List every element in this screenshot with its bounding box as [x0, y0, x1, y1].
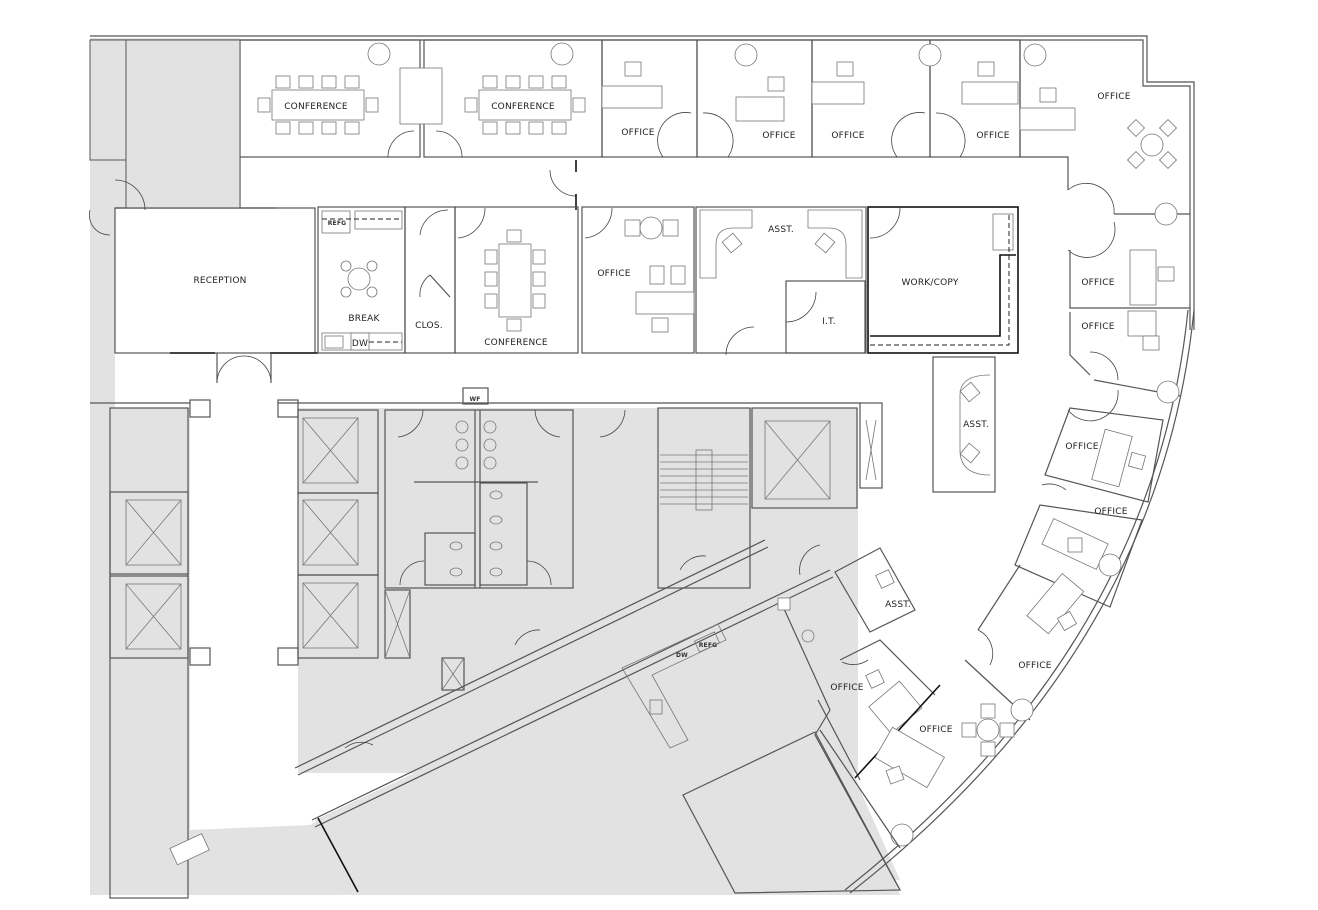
- room-label-work-copy: WORK/COPY: [901, 278, 958, 288]
- reception-area: RECEPTION: [89, 179, 318, 384]
- conference-room-1: CONFERENCE: [257, 42, 443, 135]
- refrigerator-label: REFG: [328, 220, 347, 227]
- room-label-asst: ASST.: [963, 420, 989, 430]
- room-label-asst: ASST.: [768, 225, 794, 235]
- office-south-1: OFFICE: [817, 639, 936, 781]
- room-label-reception: RECEPTION: [193, 276, 246, 286]
- room-label-office: OFFICE: [1081, 322, 1114, 332]
- office-top-2: OFFICE: [734, 43, 796, 141]
- office-top-3: OFFICE: [811, 61, 865, 141]
- break-room: REFG BREAK DW: [317, 206, 406, 354]
- elevator-core-west: [90, 399, 211, 899]
- elevator-core-central: [277, 399, 860, 691]
- room-label-conference: CONFERENCE: [491, 102, 555, 112]
- room-label-office: OFFICE: [831, 131, 864, 141]
- elevator-icon: [302, 417, 359, 649]
- diagonal-corridor: [169, 539, 834, 893]
- room-label-office: OFFICE: [1018, 661, 1051, 671]
- asst-it-suite: ASST. I.T.: [695, 206, 867, 356]
- closet: CLOS.: [404, 206, 456, 354]
- dishwasher-label: DW: [352, 339, 368, 349]
- water-fountain-label: WF: [469, 396, 480, 403]
- conference-room-2: CONFERENCE: [464, 42, 586, 135]
- office-curve-2: OFFICE: [1014, 483, 1143, 608]
- room-label-office: OFFICE: [1097, 92, 1130, 102]
- work-copy-room: WORK/COPY: [867, 206, 1019, 354]
- room-label-conference: CONFERENCE: [284, 102, 348, 112]
- office-east-2: OFFICE: [1067, 310, 1181, 422]
- room-label-office: OFFICE: [976, 131, 1009, 141]
- office-top-1: OFFICE: [601, 61, 663, 138]
- office-curve-1: OFFICE: [1044, 407, 1164, 503]
- room-label-office: OFFICE: [1081, 278, 1114, 288]
- office-south-2: OFFICE: [819, 684, 1015, 849]
- room-label-office: OFFICE: [1094, 507, 1127, 517]
- room-label-office: OFFICE: [762, 131, 795, 141]
- refrigerator-label: REFG: [699, 642, 718, 649]
- room-label-office: OFFICE: [1065, 442, 1098, 452]
- refrigerator-icon: [321, 210, 351, 234]
- office-mid: OFFICE: [581, 206, 695, 354]
- room-label-asst: ASST.: [885, 600, 911, 610]
- room-label-office: OFFICE: [597, 269, 630, 279]
- room-label-closet: CLOS.: [415, 321, 443, 331]
- office-top-4: OFFICE: [918, 43, 1019, 141]
- room-label-break: BREAK: [348, 314, 380, 324]
- top-row-walls: [89, 39, 1069, 209]
- room-label-it: I.T.: [822, 317, 836, 327]
- dishwasher-label: DW: [676, 652, 688, 659]
- sink-icon: [324, 335, 344, 349]
- door-swings-top: [387, 112, 1116, 258]
- stairs-and-freight-elevator: [657, 402, 883, 589]
- room-label-conference: CONFERENCE: [484, 338, 548, 348]
- asst-south: ASST.: [799, 544, 916, 633]
- conference-room-3: CONFERENCE: [454, 206, 579, 354]
- room-label-office: OFFICE: [621, 128, 654, 138]
- room-label-office: OFFICE: [919, 725, 952, 735]
- room-label-office: OFFICE: [830, 683, 863, 693]
- restrooms: WF: [384, 387, 626, 589]
- office-east-1: OFFICE: [1069, 202, 1190, 309]
- kitchenette: REFG DW: [621, 597, 901, 894]
- asst-east: ASST.: [932, 356, 996, 493]
- elevator-icon: [125, 499, 182, 650]
- office-curve-3: OFFICE: [964, 564, 1085, 722]
- office-corner-ne: OFFICE: [1019, 43, 1178, 170]
